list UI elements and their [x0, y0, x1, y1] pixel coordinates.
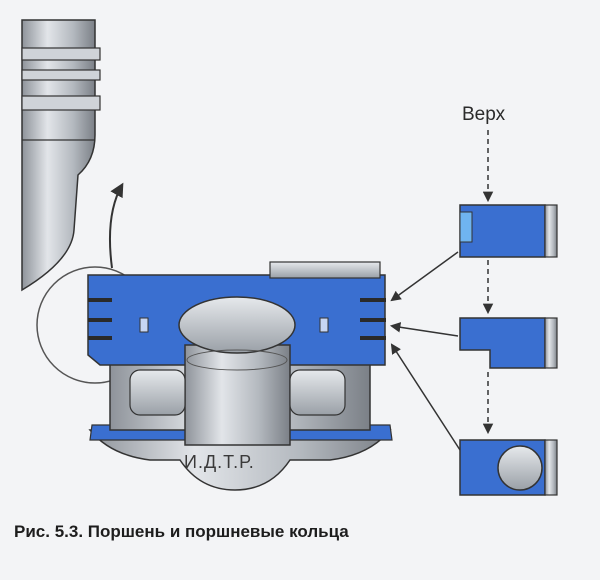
figure-caption: Рис. 5.3. Поршень и поршневые кольца	[14, 522, 349, 541]
ring-oil	[459, 439, 558, 496]
piston	[87, 261, 393, 491]
ring-top	[459, 204, 558, 258]
top-label: Верх	[462, 104, 506, 125]
groove-detail	[21, 19, 101, 292]
zoom-arrow	[108, 182, 124, 269]
leader-oil	[390, 343, 461, 451]
piston-diagram	[21, 19, 558, 496]
leader-top	[390, 251, 459, 302]
leader-middle	[389, 322, 459, 337]
piston-marking: И.Д.Т.Р.	[184, 452, 255, 472]
ring-middle	[459, 317, 558, 369]
